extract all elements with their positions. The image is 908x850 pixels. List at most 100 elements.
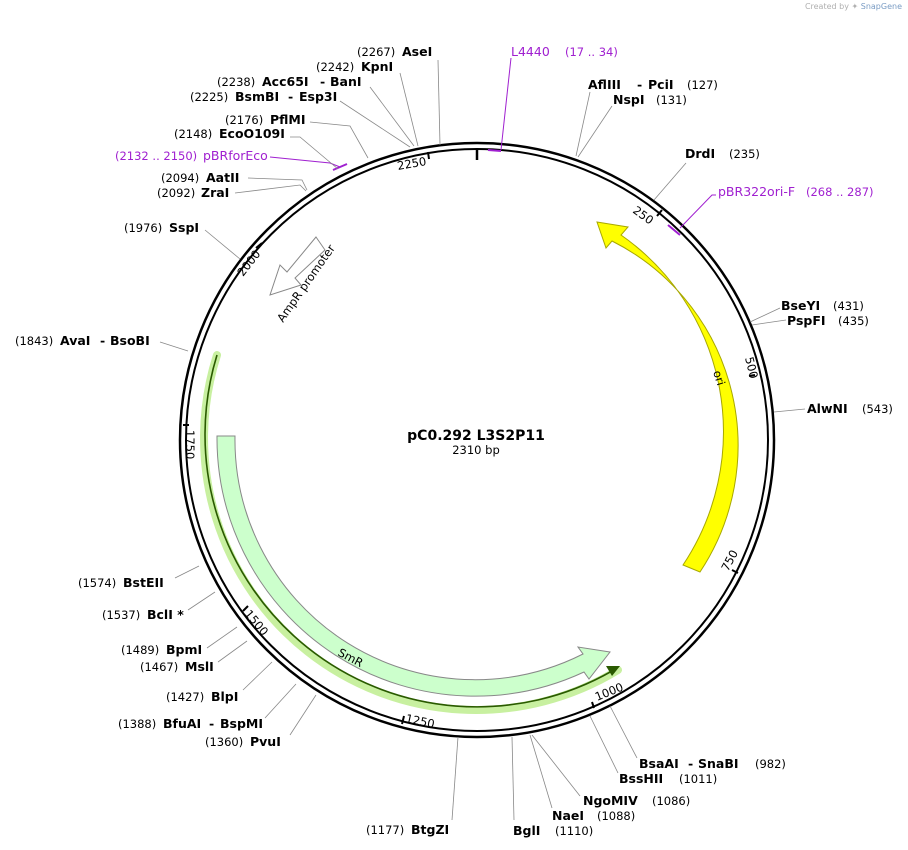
site-pflmi-pos: (2176)	[225, 113, 263, 127]
site-blpi-name: BlpI	[211, 689, 238, 704]
site-kpni[interactable]: (2242) KpnI	[316, 59, 419, 147]
tick-250: 250	[630, 203, 663, 227]
highlight-region	[200, 351, 622, 714]
site-bfuai-name: BfuAI	[163, 716, 201, 731]
site-pspfi[interactable]: PspFI (435)	[751, 313, 869, 328]
site-bfuai-sep: -	[209, 716, 214, 731]
site-acc65i[interactable]: (2238) Acc65I - BanI	[217, 74, 415, 147]
site-bsmbi[interactable]: (2225) BsmBI - Esp3I	[190, 89, 411, 148]
site-asei[interactable]: (2267) AseI	[357, 44, 441, 146]
site-bfuai-pos: (1388)	[118, 717, 156, 731]
site-bcli[interactable]: (1537) BclI *	[102, 591, 216, 622]
feature-ori-arrow	[596, 221, 739, 573]
site-afliii-pos: (127)	[687, 78, 718, 92]
site-nspi[interactable]: NspI (131)	[577, 92, 687, 158]
feature-ampr-promoter-arrow	[269, 236, 326, 296]
site-zrai[interactable]: (2092) ZraI	[157, 184, 307, 200]
site-acc65i-sep: -	[320, 74, 325, 89]
site-bani-name: BanI	[330, 74, 362, 89]
feature-ori-label: ori	[710, 369, 728, 388]
site-bgli[interactable]: BglI (1110)	[511, 736, 593, 838]
site-bpmi-name: BpmI	[166, 642, 202, 657]
site-bsaai-sep: -	[688, 756, 693, 771]
site-kpni-name: KpnI	[361, 59, 393, 74]
site-pflmi[interactable]: (2176) PflMI	[225, 112, 369, 159]
site-bfuai[interactable]: (1388) BfuAI - BspMI	[118, 683, 297, 731]
site-bsteii[interactable]: (1574) BstEII	[78, 565, 200, 590]
site-ngomiv[interactable]: NgoMIV (1086)	[531, 734, 690, 808]
site-sspi[interactable]: (1976) SspI	[124, 220, 241, 260]
site-bpmi-pos: (1489)	[121, 643, 159, 657]
site-ngomiv-pos: (1086)	[652, 794, 690, 808]
site-aatii-pos: (2094)	[161, 171, 199, 185]
site-pvui[interactable]: (1360) PvuI	[205, 694, 317, 749]
site-zrai-pos: (2092)	[157, 186, 195, 200]
site-alwni[interactable]: AlwNI (543)	[773, 401, 893, 416]
site-avai[interactable]: (1843) AvaI - BsoBI	[15, 333, 189, 352]
site-bgli-pos: (1110)	[555, 824, 593, 838]
highlight-arrowhead-icon	[606, 666, 620, 676]
highlight-band	[200, 351, 622, 714]
tick-2250: 2250	[396, 151, 430, 173]
primer-pbr322ori-f[interactable]: pBR322ori-F (268 .. 287)	[667, 184, 874, 236]
primer-l4440[interactable]: L4440 (17 .. 34)	[487, 44, 618, 152]
site-avai-name: AvaI	[60, 333, 90, 348]
primer-pbr322ori-f-name: pBR322ori-F	[718, 184, 795, 199]
site-btgzi[interactable]: (1177) BtgZI	[366, 736, 459, 837]
site-aatii[interactable]: (2094) AatII	[161, 170, 308, 191]
site-bpmi[interactable]: (1489) BpmI	[121, 626, 238, 657]
site-bsteii-pos: (1574)	[78, 576, 116, 590]
site-drdi[interactable]: DrdI (235)	[653, 146, 760, 201]
site-asei-pos: (2267)	[357, 45, 395, 59]
site-ecoo109i-name: EcoO109I	[219, 126, 285, 141]
feature-ampr-promoter[interactable]: AmpR promoter	[269, 236, 338, 325]
site-pvui-name: PvuI	[250, 734, 281, 749]
site-bsshii-name: BssHII	[619, 771, 663, 786]
site-ngomiv-name: NgoMIV	[583, 793, 638, 808]
site-bsteii-name: BstEII	[123, 575, 164, 590]
site-bseyi[interactable]: BseYI (431)	[749, 298, 864, 323]
site-drdi-name: DrdI	[685, 146, 715, 161]
site-acc65i-pos: (2238)	[217, 75, 255, 89]
credit-brand: SnapGene	[860, 2, 902, 11]
tick-label-1250: 1250	[404, 711, 436, 731]
primer-pbrforeco-range: (2132 .. 2150)	[115, 149, 197, 163]
site-nspi-name: NspI	[613, 92, 645, 107]
site-naei-pos: (1088)	[597, 809, 635, 823]
feature-ori[interactable]: ori	[596, 221, 739, 573]
highlight-line	[204, 354, 613, 708]
site-ecoo109i[interactable]: (2148) EcoO109I	[174, 126, 339, 170]
site-btgzi-name: BtgZI	[411, 822, 449, 837]
primer-pbr322ori-f-range: (268 .. 287)	[806, 185, 874, 199]
site-msli[interactable]: (1467) MslI	[140, 640, 248, 674]
restriction-sites: (2267) AseI (2242) KpnI (2238) Acc65I - …	[15, 44, 893, 838]
site-pflmi-name: PflMI	[270, 112, 306, 127]
tick-label-500: 500	[742, 355, 761, 380]
site-alwni-pos: (543)	[862, 402, 893, 416]
site-naei[interactable]: NaeI (1088)	[529, 734, 635, 823]
site-bsaai-name: BsaAI	[639, 756, 679, 771]
site-afliii-sep: -	[637, 77, 642, 92]
site-msli-pos: (1467)	[140, 660, 178, 674]
site-bsmbi-sep: -	[288, 89, 293, 104]
site-bsshii[interactable]: BssHII (1011)	[589, 715, 717, 786]
site-pspfi-pos: (435)	[838, 314, 869, 328]
site-bsaai[interactable]: BsaAI - SnaBI (982)	[609, 705, 786, 771]
plasmid-length: 2310 bp	[452, 443, 500, 457]
site-blpi[interactable]: (1427) BlpI	[166, 661, 273, 704]
credit-prefix: Created by	[804, 2, 849, 11]
site-bsaai-pos: (982)	[755, 757, 786, 771]
site-nspi-pos: (131)	[656, 93, 687, 107]
site-btgzi-pos: (1177)	[366, 823, 404, 837]
primer-pbrforeco[interactable]: (2132 .. 2150) pBRforEco	[115, 148, 348, 171]
primer-pbrforeco-name: pBRforEco	[203, 148, 268, 163]
tick-label-2250: 2250	[396, 154, 427, 173]
site-bsmbi-pos: (2225)	[190, 90, 228, 104]
feature-smr[interactable]: SmR	[216, 435, 611, 697]
feature-smr-arrow	[216, 435, 611, 697]
snapgene-logo-icon: ✦	[851, 2, 859, 11]
site-acc65i-name: Acc65I	[262, 74, 309, 89]
site-bseyi-pos: (431)	[833, 299, 864, 313]
primer-l4440-name: L4440	[511, 44, 550, 59]
site-afliii[interactable]: AflIII - PciI (127)	[575, 77, 718, 157]
